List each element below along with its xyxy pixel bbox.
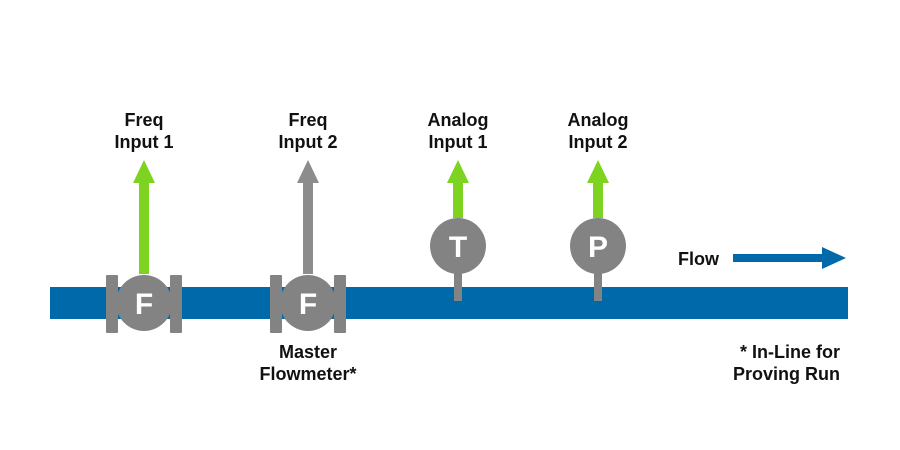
note-line1: * In-Line for [740,342,840,362]
note-line2: Proving Run [733,364,840,384]
flow-arrow [733,247,846,269]
master-flowmeter-label-line1: Master [279,342,337,362]
signal-label-freq-input-1-line2: Input 1 [115,132,174,152]
signal-label-analog-input-1-line2: Input 1 [429,132,488,152]
signal-arrow-freq-input-1 [133,160,155,274]
master-flowmeter-label-line2: Flowmeter* [259,364,356,384]
signal-label-freq-input-1-line1: Freq [124,110,163,130]
flowmeter-1 [106,275,182,333]
signal-arrow-analog-input-2 [587,160,609,218]
temperature-transmitter-letter: T [449,231,467,264]
flow-label: Flow [678,249,720,269]
pipe [50,287,848,319]
signal-label-freq-input-2-line1: Freq [288,110,327,130]
signal-arrow-analog-input-1 [447,160,469,218]
signal-label-analog-input-2-line2: Input 2 [569,132,628,152]
signal-label-freq-input-2-line2: Input 2 [279,132,338,152]
master-flowmeter-letter: F [299,288,317,321]
signal-label-analog-input-2-line1: Analog [568,110,629,130]
pressure-transmitter [570,218,626,301]
signal-arrow-freq-input-2 [297,160,319,274]
signal-label-analog-input-1-line1: Analog [428,110,489,130]
flowmeter-1-letter: F [135,288,153,321]
master-flowmeter [270,275,346,333]
temperature-transmitter [430,218,486,301]
pressure-transmitter-letter: P [588,231,608,264]
